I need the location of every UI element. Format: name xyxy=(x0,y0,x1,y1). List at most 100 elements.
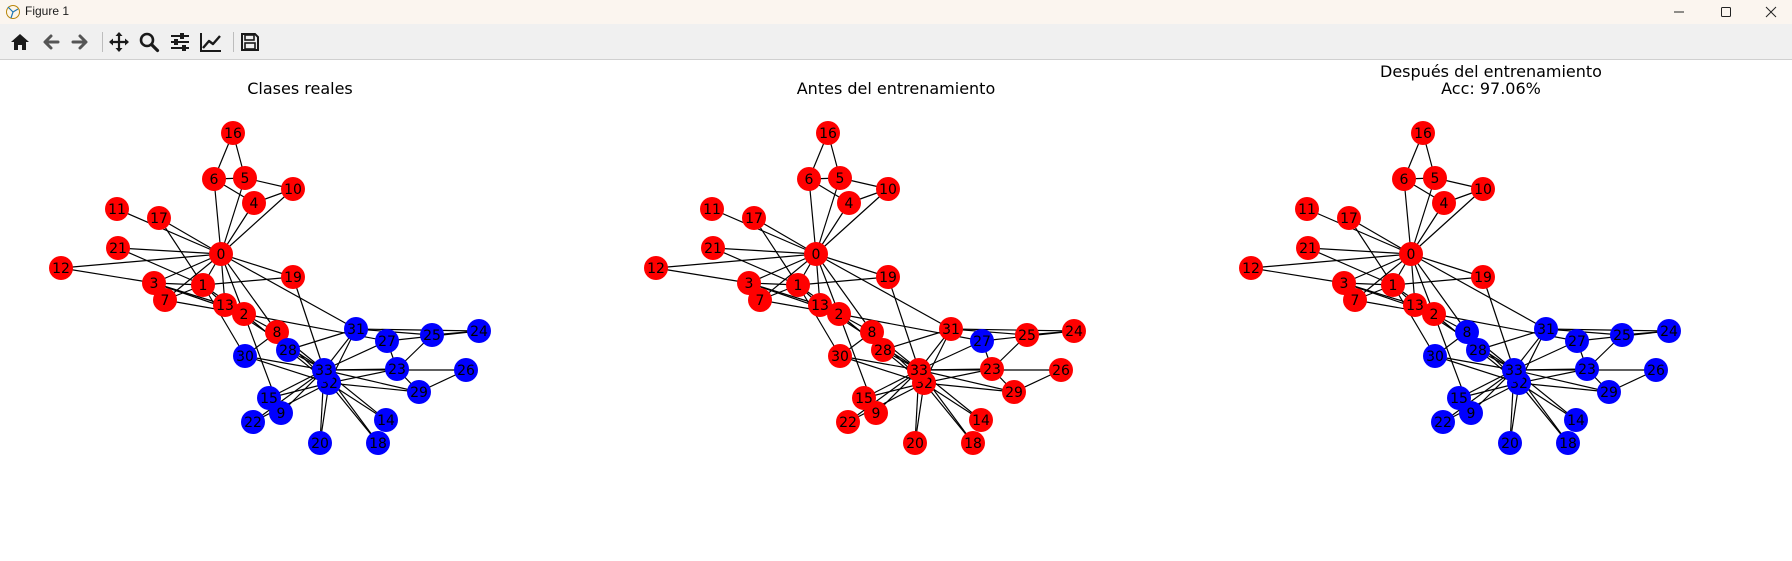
node-marker xyxy=(907,358,931,382)
graph-edge xyxy=(1306,208,1412,255)
graph-node: 33 xyxy=(907,358,931,382)
graph-edge xyxy=(753,217,799,286)
node-marker xyxy=(816,121,840,145)
graph-node: 29 xyxy=(407,380,431,404)
panel-title: Clases reales xyxy=(247,79,353,98)
node-marker xyxy=(281,265,305,289)
node-marker xyxy=(467,319,491,343)
graph-edge xyxy=(328,382,420,393)
node-marker xyxy=(281,177,305,201)
graph-node: 17 xyxy=(742,206,766,230)
node-label: 31 xyxy=(942,322,960,338)
graph-node: 21 xyxy=(1296,236,1320,260)
home-button[interactable] xyxy=(7,30,33,54)
node-label: 5 xyxy=(1431,171,1440,187)
graph-node: 27 xyxy=(1565,329,1589,353)
graph-node: 11 xyxy=(105,197,129,221)
node-marker xyxy=(1411,121,1435,145)
node-label: 13 xyxy=(811,298,829,314)
matplotlib-app-icon xyxy=(6,5,20,19)
node-label: 6 xyxy=(805,172,814,188)
node-label: 23 xyxy=(1578,362,1596,378)
node-label: 4 xyxy=(845,196,854,212)
graph-edge xyxy=(839,355,925,384)
node-label: 3 xyxy=(150,276,159,292)
node-marker xyxy=(852,386,876,410)
node-label: 19 xyxy=(879,270,897,286)
node-marker xyxy=(969,408,993,432)
node-label: 8 xyxy=(868,325,877,341)
graph-node: 29 xyxy=(1597,380,1621,404)
graph-node: 10 xyxy=(1471,177,1495,201)
pan-button[interactable] xyxy=(106,30,132,54)
node-label: 8 xyxy=(1463,325,1472,341)
node-label: 0 xyxy=(812,247,821,263)
graph-edge xyxy=(116,208,222,255)
graph-edge xyxy=(1518,382,1610,393)
edit-axis-button[interactable] xyxy=(198,30,224,54)
graph-edge xyxy=(220,188,294,255)
graph-edge xyxy=(1307,247,1394,286)
node-marker xyxy=(939,317,963,341)
graph-node: 15 xyxy=(257,386,281,410)
graph-edge xyxy=(950,328,1075,332)
node-label: 27 xyxy=(973,334,991,350)
graph-node: 21 xyxy=(106,236,130,260)
zoom-button[interactable] xyxy=(136,30,162,54)
configure-subplots-button[interactable] xyxy=(167,30,193,54)
graph-edge xyxy=(252,382,330,423)
node-label: 11 xyxy=(108,202,126,218)
node-marker xyxy=(1422,302,1446,326)
graph-node: 2 xyxy=(827,302,851,326)
node-marker xyxy=(837,191,861,215)
graph-edge xyxy=(1518,382,1569,444)
graph-edge xyxy=(1482,276,1515,371)
graph-node: 1 xyxy=(786,273,810,297)
node-label: 4 xyxy=(1440,196,1449,212)
graph-edge xyxy=(1348,217,1394,286)
node-label: 28 xyxy=(279,343,297,359)
graph-edge xyxy=(655,267,750,284)
node-label: 4 xyxy=(250,196,259,212)
graph-edge xyxy=(1442,382,1520,423)
forward-button[interactable] xyxy=(67,30,93,54)
save-button[interactable] xyxy=(237,30,263,54)
node-marker xyxy=(980,357,1004,381)
back-button[interactable] xyxy=(38,30,64,54)
node-label: 11 xyxy=(703,202,721,218)
node-marker xyxy=(1644,358,1668,382)
node-marker xyxy=(366,431,390,455)
node-label: 23 xyxy=(388,362,406,378)
graph-node: 30 xyxy=(828,344,852,368)
node-marker xyxy=(209,242,233,266)
node-marker xyxy=(1002,380,1026,404)
node-label: 6 xyxy=(1400,172,1409,188)
graph-edge xyxy=(60,267,155,284)
graph-edge xyxy=(1392,276,1484,286)
minimize-button[interactable] xyxy=(1656,0,1702,24)
toolbar-separator xyxy=(233,32,234,52)
close-button[interactable] xyxy=(1748,0,1792,24)
node-label: 6 xyxy=(210,172,219,188)
graph-node: 16 xyxy=(816,121,840,145)
graph-node: 1 xyxy=(191,273,215,297)
graph-node: 6 xyxy=(1392,167,1416,191)
node-label: 26 xyxy=(457,363,475,379)
node-label: 17 xyxy=(745,211,763,227)
graph-edge xyxy=(1343,253,1412,284)
node-label: 14 xyxy=(1567,413,1585,429)
graph-edge xyxy=(759,253,817,301)
node-marker xyxy=(241,410,265,434)
node-marker xyxy=(1498,431,1522,455)
node-marker xyxy=(385,357,409,381)
node-label: 29 xyxy=(1005,385,1023,401)
graph-edge xyxy=(220,253,357,330)
graph-node: 22 xyxy=(241,410,265,434)
maximize-button[interactable] xyxy=(1703,0,1749,24)
node-label: 26 xyxy=(1052,363,1070,379)
graph-node: 8 xyxy=(265,320,289,344)
graph-edge xyxy=(712,247,817,255)
node-label: 29 xyxy=(1600,385,1618,401)
graph-node: 7 xyxy=(748,288,772,312)
